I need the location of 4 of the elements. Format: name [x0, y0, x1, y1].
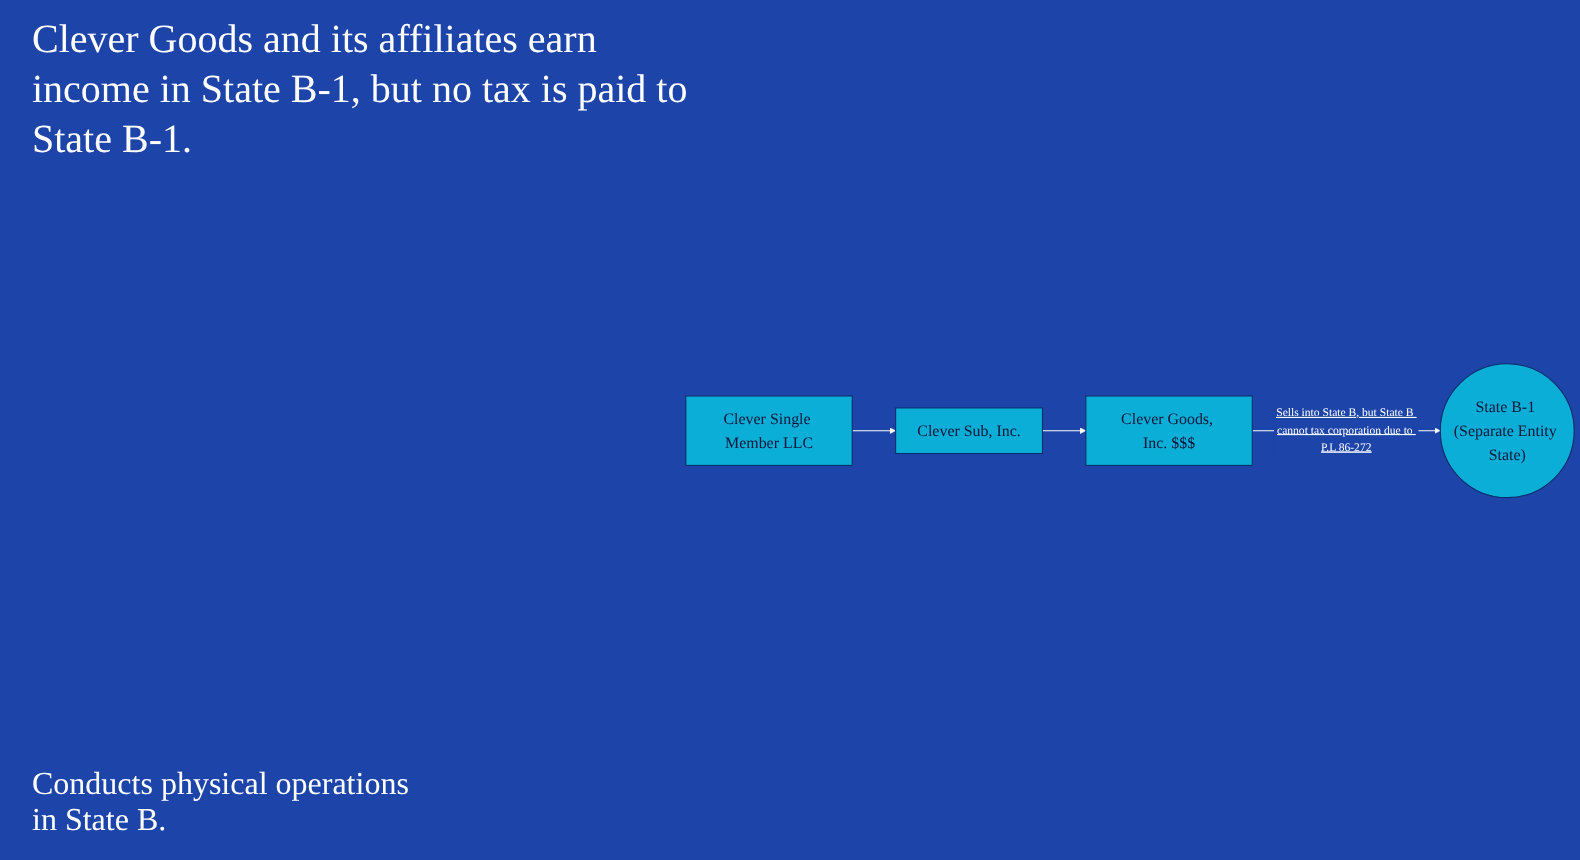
side-note: Conducts physical operations in State B. — [32, 768, 411, 840]
arrow — [1041, 426, 1087, 434]
note-text: Clever Goods and its affiliates earn income in State B-1, but no tax is paid to State B-1. — [32, 16, 690, 166]
arrow — [851, 426, 896, 434]
